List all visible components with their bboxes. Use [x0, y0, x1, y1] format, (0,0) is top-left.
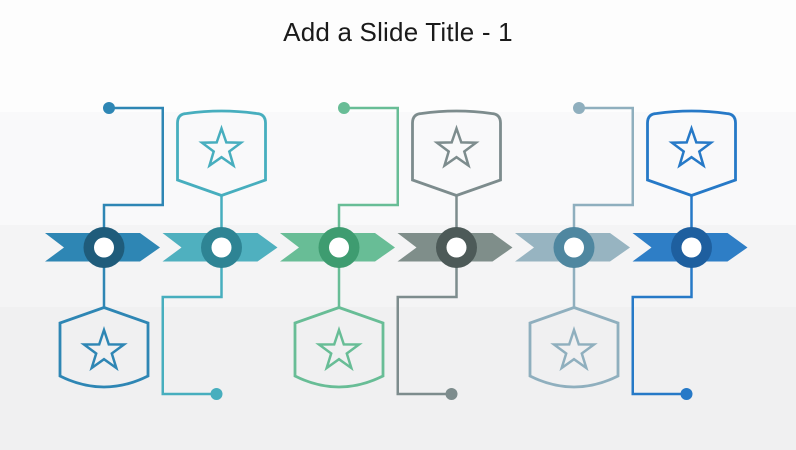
milestone-center-2: [211, 237, 232, 258]
badge-3: [293, 306, 385, 389]
band-1: [0, 0, 796, 112]
connector-dot-3: [338, 102, 350, 114]
milestone-center-3: [329, 237, 349, 258]
connector-top-1: [102, 106, 164, 228]
milestone-layer: [83, 227, 712, 268]
milestone-center-4: [446, 237, 467, 258]
badge-1: [58, 306, 150, 389]
star-icon-3: [315, 326, 363, 372]
star-icon-1: [80, 326, 128, 372]
milestone-circle-5: [553, 227, 595, 268]
connector-dot-4: [445, 388, 458, 400]
milestone-circle-2: [201, 227, 242, 268]
connector-layer: [102, 102, 693, 400]
badge-6: [646, 109, 737, 197]
badge-2: [176, 109, 267, 197]
milestone-circle-6: [671, 227, 712, 268]
connector-dot-2: [210, 388, 223, 400]
milestone-circle-4: [436, 227, 477, 268]
star-icon-2: [198, 124, 245, 169]
badge-5: [528, 306, 620, 389]
slide-title: Add a Slide Title - 1: [283, 17, 513, 47]
star-icon-6: [668, 124, 715, 169]
milestone-circle-1: [83, 227, 125, 268]
star-icon-4: [433, 124, 480, 169]
star-icon-5: [550, 326, 598, 372]
milestone-center-6: [681, 237, 702, 258]
milestone-center-5: [564, 237, 584, 258]
connector-bottom-6: [631, 267, 693, 396]
badge-4: [411, 109, 502, 197]
connector-dot-5: [573, 102, 585, 114]
milestone-circle-3: [318, 227, 360, 268]
badge-layer: [58, 109, 737, 389]
connector-top-5: [572, 106, 634, 228]
milestone-center-1: [94, 237, 114, 258]
connector-top-3: [337, 106, 399, 228]
connector-dot-6: [680, 388, 693, 400]
connector-bottom-4: [396, 267, 458, 396]
connector-bottom-2: [161, 267, 223, 396]
connector-dot-1: [103, 102, 115, 114]
